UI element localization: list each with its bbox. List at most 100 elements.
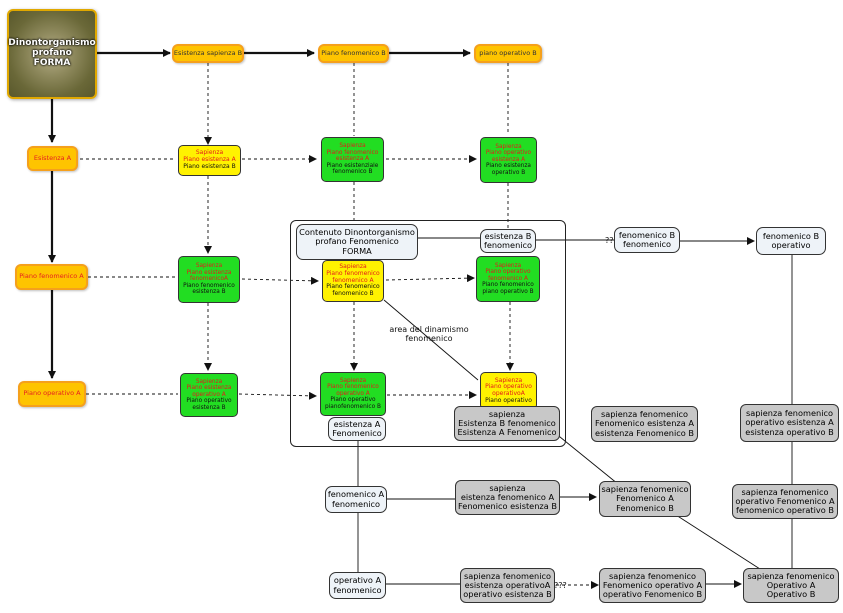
node-contenuto-dinontorganismo[interactable]: Contenuto Dinontorganismo profano Fenome… xyxy=(296,224,418,260)
node-line: Piano esistenza xyxy=(186,385,232,392)
node-sapienza-fenomenico-operativo-fenomenico[interactable]: sapienza fenomenico operativo Fenomenico… xyxy=(732,484,838,519)
node-line: Operativo B xyxy=(766,589,816,600)
node-line: Fenomenico xyxy=(332,428,382,438)
node-sapienza-esistenza-fenomenico-a[interactable]: sapienza eistenza fenomenico A Fenomenic… xyxy=(455,480,560,515)
node-fenomenico-b-fenomenico[interactable]: fenomenico B fenomenico xyxy=(614,227,680,253)
node-line: sapienza fenomenico xyxy=(608,570,696,581)
node-line: operativo A xyxy=(336,390,370,397)
node-line: piano operativo B xyxy=(482,288,534,295)
node-line: Piano operativo xyxy=(186,398,232,405)
node-fenomenico-a-fenomenico[interactable]: fenomenico A fenomenico xyxy=(325,486,387,513)
edge-dash-h6 xyxy=(385,274,475,283)
node-sapienza-fenomenico-esistenza-operativo[interactable]: sapienza fenomenico esistenza operativoA… xyxy=(460,568,555,603)
node-line: fenomenico A xyxy=(327,489,385,500)
node-sapienza-operativo-esistenza[interactable]: Sapienza Piano operativo esistenza A Pia… xyxy=(480,137,537,183)
label-line: fenomenico xyxy=(405,334,453,344)
node-line: fenomenico xyxy=(622,239,672,249)
logo-line-2: profano xyxy=(32,48,72,59)
node-line: Piano operativo xyxy=(485,396,532,404)
node-piano-operativo-b[interactable]: piano operativo B xyxy=(474,44,542,63)
node-label: Piano fenomenico B xyxy=(321,48,386,57)
node-sapienza-esistenza-fenomenico[interactable]: Sapienza Piano esistenza fenomenicoA Pia… xyxy=(178,256,240,303)
node-line: esistenza A xyxy=(491,156,526,163)
node-line: Piano operativo xyxy=(485,150,532,157)
node-line: Fenomenico esistenza A xyxy=(595,418,694,429)
node-line: esistenza B xyxy=(192,404,226,411)
node-line: Piano esistenza A xyxy=(183,156,236,164)
node-sapienza-fenomenico-esistenza[interactable]: sapienza fenomenico Fenomenico esistenza… xyxy=(591,406,698,442)
node-line: esistenza A xyxy=(333,418,381,429)
node-sapienza-fenomenico-fenomenico[interactable]: Sapienza Piano fenomenico fenomenico A P… xyxy=(322,260,384,302)
node-piano-fenomenico-b[interactable]: Piano fenomenico B xyxy=(318,44,389,63)
unknown-link-mark-2: ??? xyxy=(554,581,567,590)
node-line: Esistenza A Fenomenico xyxy=(457,427,557,438)
node-sapienza-operativo-fenomenico[interactable]: Sapienza Piano operativo fenomenico A Pi… xyxy=(476,256,540,302)
node-line: Piano esistenziale xyxy=(326,162,379,169)
node-line: eistenza fenomenico A xyxy=(460,491,555,502)
node-sapienza-piano-esistenza[interactable]: Sapienza Piano esistenza A Piano esisten… xyxy=(178,145,241,176)
logo-line-3: FORMA xyxy=(33,57,71,68)
node-line: fenomenico B xyxy=(332,290,374,298)
node-line: FORMA xyxy=(342,245,372,256)
node-sapienza-esistenza-b-fenomenico[interactable]: sapienza Esistenza B fenomenico Esistenz… xyxy=(454,406,560,441)
node-esistenza-b-fenomenico[interactable]: esistenza B fenomenico xyxy=(480,229,536,253)
node-line: Sapienza xyxy=(195,149,224,157)
node-line: Contenuto Dinontorganismo xyxy=(299,227,415,238)
node-sapienza-operativo-operativo[interactable]: Sapienza Piano operativo operativoA Pian… xyxy=(480,372,537,410)
edge-area-diagonal xyxy=(383,299,479,381)
node-line: fenomenico operativo B xyxy=(736,505,834,516)
node-line: fenomenico B xyxy=(332,169,373,176)
node-line: esistenza operativo B xyxy=(745,426,834,437)
node-sapienza-fenomenico-a-b[interactable]: sapienza fenomenico Fenomenico A Fenomen… xyxy=(599,481,691,517)
node-line: Sapienza xyxy=(195,378,223,385)
node-esistenza-a[interactable]: Esistenza A xyxy=(27,146,78,171)
node-sapienza-fenomenico-operativo-a-b[interactable]: sapienza fenomenico Operativo A Operativ… xyxy=(743,568,839,603)
node-line: Esistenza B fenomenico xyxy=(458,417,556,428)
edge-sapienza-diag2 xyxy=(675,514,761,570)
node-operativo-a-fenomenico[interactable]: operativo A fenomenico xyxy=(329,572,386,599)
node-line: Piano fenomenico xyxy=(327,384,379,391)
node-sapienza-fenomenico-esistenza[interactable]: Sapienza Piano fenomenico esistenza A Pi… xyxy=(321,137,384,182)
node-line: Sapienza xyxy=(195,263,223,270)
node-line: Sapienza xyxy=(339,143,366,150)
node-esistenza-a-fenomenico[interactable]: esistenza A Fenomenico xyxy=(328,417,386,441)
node-sapienza-fenomenico-operativo[interactable]: Sapienza Piano fenomenico operativo A Pi… xyxy=(320,372,386,416)
node-line: Sapienza xyxy=(494,262,522,269)
node-esistenza-sapienza-b[interactable]: Esistenza sapienza B xyxy=(172,44,244,63)
node-line: fenomenico A xyxy=(332,276,374,284)
node-line: Piano esistenza B xyxy=(183,162,236,170)
edge-dash-h5 xyxy=(241,276,319,285)
fenomenico-area-frame xyxy=(290,220,566,447)
node-sapienza-esistenza-operativo[interactable]: Sapienza Piano esistenza operativo A Pia… xyxy=(180,373,238,417)
node-line: Piano fenomenico xyxy=(326,269,380,277)
node-line: esistenza operativoA xyxy=(464,579,551,590)
node-line: Fenomenico B xyxy=(616,502,674,513)
node-line: Sapienza xyxy=(495,143,522,150)
dinontorganismo-logo: Dinontorganismo profano FORMA xyxy=(7,9,97,99)
node-label: Esistenza A xyxy=(33,153,72,162)
node-line: operativo B xyxy=(491,169,526,176)
node-fenomenico-b-operativo[interactable]: fenomenico B operativo xyxy=(756,227,826,255)
node-sapienza-fenomenico-operativo-fenomenico-b[interactable]: sapienza fenomenico Fenomenico operativo… xyxy=(599,568,706,603)
node-piano-operativo-a[interactable]: Piano operativo A xyxy=(18,381,86,407)
node-line: operativo esistenza A xyxy=(745,417,834,428)
node-sapienza-fenomenico-operativo-esistenza[interactable]: sapienza fenomenico operativo esistenza … xyxy=(740,404,839,442)
node-piano-fenomenico-a[interactable]: Piano fenomenico A xyxy=(15,264,88,290)
node-line: sapienza fenomenico xyxy=(601,484,689,495)
node-line: Fenomenico esistenza B xyxy=(458,501,557,512)
node-line: operativoA xyxy=(492,390,525,397)
node-line: operativo Fenomenico B xyxy=(602,589,703,600)
node-line: esistenza Fenomenico B xyxy=(595,427,694,438)
node-line: fenomenicoA xyxy=(189,276,229,283)
node-line: fenomenico xyxy=(333,584,382,595)
node-label: piano operativo B xyxy=(479,48,537,57)
node-line: Piano fenomenico xyxy=(326,283,380,291)
node-line: operativo Fenomenico A xyxy=(735,495,835,506)
node-line: Sapienza xyxy=(339,263,367,271)
node-line: Piano fenomenico xyxy=(183,282,235,289)
node-line: Piano operativo xyxy=(485,269,531,276)
logo-line-1: Dinontorganismo xyxy=(8,38,96,49)
node-line: operativo xyxy=(771,240,811,250)
node-label: Esistenza sapienza B xyxy=(173,48,243,57)
